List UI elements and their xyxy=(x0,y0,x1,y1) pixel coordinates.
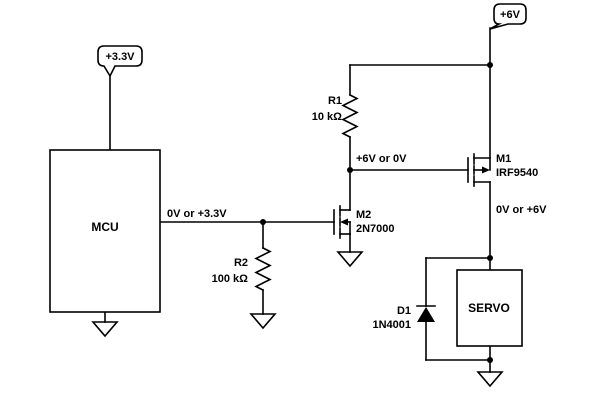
r1-ref-label: R1 xyxy=(328,95,342,107)
ground-icon xyxy=(336,251,364,268)
diode-d1: D1 1N4001 xyxy=(372,305,436,331)
mosfet-m2: M2 2N7000 xyxy=(333,205,395,239)
voltage-flag-3v3-label: +3.3V xyxy=(105,51,135,63)
mosfet-m1: M1 IRF9540 xyxy=(467,153,538,187)
ground-icon xyxy=(249,313,277,330)
voltage-flag-3v3: +3.3V xyxy=(97,45,143,78)
junction-dot xyxy=(260,219,266,225)
r2-ref-label: R2 xyxy=(234,257,248,269)
resistor-zigzag-icon xyxy=(341,93,359,139)
mcu-block: MCU xyxy=(49,149,161,313)
m1-ref-label: M1 xyxy=(496,153,511,165)
ground-icon xyxy=(91,321,119,338)
r2-value-label: 100 kΩ xyxy=(212,273,249,285)
net-label-mcu-output: 0V or +3.3V xyxy=(167,208,227,220)
voltage-flag-icon xyxy=(97,45,143,78)
resistor-zigzag-icon xyxy=(254,246,272,292)
ground-icon xyxy=(476,371,504,388)
junction-dot xyxy=(487,255,493,261)
net-label-m2-drain: +6V or 0V xyxy=(356,153,407,165)
m2-nmos-arrow-icon xyxy=(340,218,348,226)
resistor-r1: R1 10 kΩ xyxy=(312,93,359,139)
m1-pmos-arrow-icon xyxy=(482,166,490,174)
voltage-flag-icon xyxy=(489,3,527,30)
d1-ref-label: D1 xyxy=(397,305,411,317)
net-labels: 0V or +3.3V +6V or 0V 0V or +6V xyxy=(167,153,547,220)
mcu-box xyxy=(49,149,161,313)
servo-block: SERVO xyxy=(456,269,523,347)
junction-dots xyxy=(260,62,493,363)
d1-part-label: 1N4001 xyxy=(372,319,411,331)
junction-dot xyxy=(347,167,353,173)
voltage-flag-6v-label: +6V xyxy=(500,9,521,21)
mcu-label: MCU xyxy=(91,220,118,234)
servo-label: SERVO xyxy=(468,301,510,315)
m2-part-label: 2N7000 xyxy=(356,223,395,235)
net-label-m1-drain: 0V or +6V xyxy=(496,204,547,216)
junction-dot xyxy=(487,62,493,68)
junction-dot xyxy=(487,357,493,363)
voltage-flag-6v: +6V xyxy=(489,3,527,30)
m2-ref-label: M2 xyxy=(356,209,371,221)
resistor-r2: R2 100 kΩ xyxy=(212,246,272,292)
ground-symbols xyxy=(91,251,504,388)
servo-box xyxy=(456,269,523,347)
m1-part-label: IRF9540 xyxy=(496,167,538,179)
r1-value-label: 10 kΩ xyxy=(312,111,342,123)
d1-triangle-icon xyxy=(417,307,435,322)
